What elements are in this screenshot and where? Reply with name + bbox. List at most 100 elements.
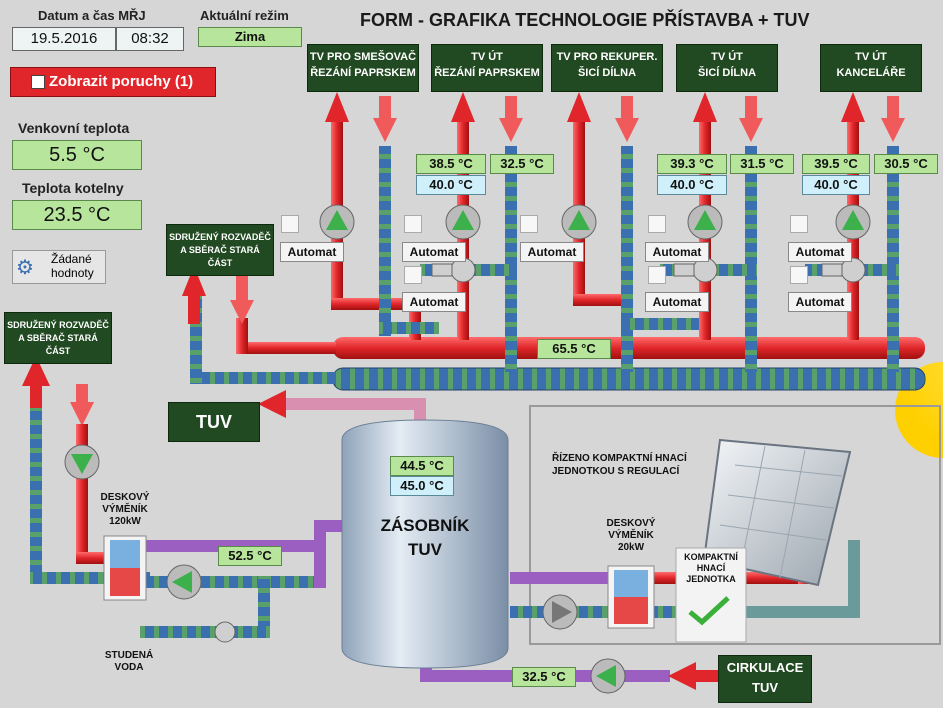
circuit-5-supply-temp: 39.5 °C [802,154,870,174]
solar-frame [529,405,941,645]
combined-distributor-line1: SDRUŽENÝ ROZVADĚČ [169,232,271,242]
exchanger-small-line3: 20kW [617,542,645,553]
outdoor-temp-value: 5.5 °C [12,140,142,170]
circuit-5-setpoint-temp: 40.0 °C [802,175,870,195]
manual-hand-icon[interactable] [404,266,422,284]
circuit-2-name-line1: TV ÚT [471,51,503,63]
manual-hand-icon[interactable] [404,215,422,233]
solar-control-line1: ŘÍZENO KOMPAKTNÍ HNACÍ [552,453,687,464]
exchanger-small-line1: DESKOVÝ [606,518,656,529]
pump-3-mode-button[interactable]: Automat [520,242,584,262]
circuit-5-name-line2: KANCELÁŘE [836,67,906,79]
circuit-3-name-line2: ŠICÍ DÍLNA [577,67,637,79]
time-display: 08:32 [116,27,184,51]
circulation-line2: TUV [752,680,778,695]
valve-4-mode-button[interactable]: Automat [645,292,709,312]
mode-value: Zima [198,27,302,47]
check-icon [688,596,730,626]
datetime-label: Datum a čas MŘJ [38,8,146,23]
exchanger-big-line1: DESKOVÝ [100,492,150,503]
combined-distributor-line2: A SBĚRAČ STARÁ ČÁST [18,333,98,356]
show-faults-button[interactable]: Zobrazit poruchy (1) [10,67,216,97]
tank-label-line2: TUV [408,540,442,559]
circuit-5-name-line1: TV ÚT [855,51,887,63]
circuit-4-name-line1: TV ÚT [711,51,743,63]
gear-icon: ⚙ [16,257,34,279]
circuit-header-2: TV ÚT ŘEZÁNÍ PAPRSKEM [431,44,543,92]
valve-2-mode-button[interactable]: Automat [402,292,466,312]
outdoor-temp-label: Venkovní teplota [18,120,130,136]
compact-unit-box [675,547,747,643]
setpoints-button[interactable]: ⚙ Žádané hodnoty [12,250,106,284]
manual-hand-icon[interactable] [281,215,299,233]
circuit-5-return-temp: 30.5 °C [874,154,938,174]
manual-hand-icon[interactable] [790,266,808,284]
manifold-temp: 65.5 °C [537,339,611,359]
checkbox-icon[interactable] [31,75,45,89]
tank-label-line1: ZÁSOBNÍK [380,516,470,535]
combined-distributor-panel-upper: SDRUŽENÝ ROZVADĚČ A SBĚRAČ STARÁ ČÁST [166,224,274,276]
solar-control-label: ŘÍZENO KOMPAKTNÍ HNACÍ JEDNOTKOU S REGUL… [552,452,687,478]
pump-4-mode-button[interactable]: Automat [645,242,709,262]
exchanger-big-line3: 120kW [109,516,141,527]
manual-hand-icon[interactable] [648,266,666,284]
pumps [64,204,871,694]
show-faults-label: Zobrazit poruchy (1) [49,73,194,90]
compact-unit-label: KOMPAKTNÍ HNACÍ JEDNOTKA [676,552,746,585]
circuit-2-setpoint-temp: 40.0 °C [416,175,486,195]
tank-shape [341,419,509,669]
compact-unit-line3: JEDNOTKA [686,574,736,584]
circulation-line1: CIRKULACE [726,660,804,675]
compact-unit-line2: HNACÍ [696,563,726,573]
setpoints-label-2: hodnoty [51,266,94,280]
boiler-room-temp-label: Teplota kotelny [22,180,124,196]
mode-label: Aktuální režim [200,8,289,23]
combined-distributor-panel-lower: SDRUŽENÝ ROZVADĚČ A SBĚRAČ STARÁ ČÁST [4,312,112,364]
circuit-2-supply-temp: 38.5 °C [416,154,486,174]
circuit-3-name-line1: TV PRO REKUPER. [556,51,658,63]
tank-temp-1: 44.5 °C [390,456,454,476]
circuit-header-3: TV PRO REKUPER. ŠICÍ DÍLNA [551,44,663,92]
pump-2-mode-button[interactable]: Automat [402,242,466,262]
mixing-valves [214,257,866,643]
exchanger-small-line2: VÝMĚNÍK [608,530,654,541]
date-display: 19.5.2016 [12,27,116,51]
circulation-temp: 32.5 °C [512,667,576,687]
boiler-room-temp-value: 23.5 °C [12,200,142,230]
manual-hand-icon[interactable] [790,215,808,233]
cold-water-label: STUDENÁ VODA [104,650,154,674]
tank-temp-2: 45.0 °C [390,476,454,496]
circuit-4-supply-temp: 39.3 °C [657,154,727,174]
circuit-header-5: TV ÚT KANCELÁŘE [820,44,922,92]
valve-5-mode-button[interactable]: Automat [788,292,852,312]
exchanger-small-label: DESKOVÝ VÝMĚNÍK 20kW [604,518,658,554]
solar-control-line2: JEDNOTKOU S REGULACÍ [552,466,680,477]
combined-distributor-line1: SDRUŽENÝ ROZVADĚČ [7,320,109,330]
cold-water-line2: VODA [114,662,144,673]
circuit-header-4: TV ÚT ŠICÍ DÍLNA [676,44,778,92]
tank-label: ZÁSOBNÍK TUV [360,514,490,562]
exchanger-big-line2: VÝMĚNÍK [102,504,148,515]
compact-unit-line1: KOMPAKTNÍ [684,552,738,562]
circulation-panel: CIRKULACE TUV [718,655,812,703]
flow-arrows [325,92,865,122]
tuv-panel: TUV [168,402,260,442]
manual-hand-icon[interactable] [520,215,538,233]
circuit-2-name-line2: ŘEZÁNÍ PAPRSKEM [434,67,540,79]
circuit-4-return-temp: 31.5 °C [730,154,794,174]
circuit-header-1: TV PRO SMEŠOVAČ ŘEZÁNÍ PAPRSKEM [307,44,419,92]
manual-hand-icon[interactable] [648,215,666,233]
circuit-4-name-line2: ŠICÍ DÍLNA [697,67,757,79]
pump-5-mode-button[interactable]: Automat [788,242,852,262]
circuit-1-name-line1: TV PRO SMEŠOVAČ [309,51,417,63]
pump-1-mode-button[interactable]: Automat [280,242,344,262]
cold-water-line1: STUDENÁ [104,650,154,661]
circuit-4-setpoint-temp: 40.0 °C [657,175,727,195]
exchanger-big-label: DESKOVÝ VÝMĚNÍK 120kW [100,492,150,528]
exchanger-temp: 52.5 °C [218,546,282,566]
setpoints-label-1: Žádané [51,252,92,266]
circuit-2-return-temp: 32.5 °C [490,154,554,174]
combined-distributor-line2: A SBĚRAČ STARÁ ČÁST [180,245,260,268]
circuit-1-name-line2: ŘEZÁNÍ PAPRSKEM [310,67,416,79]
